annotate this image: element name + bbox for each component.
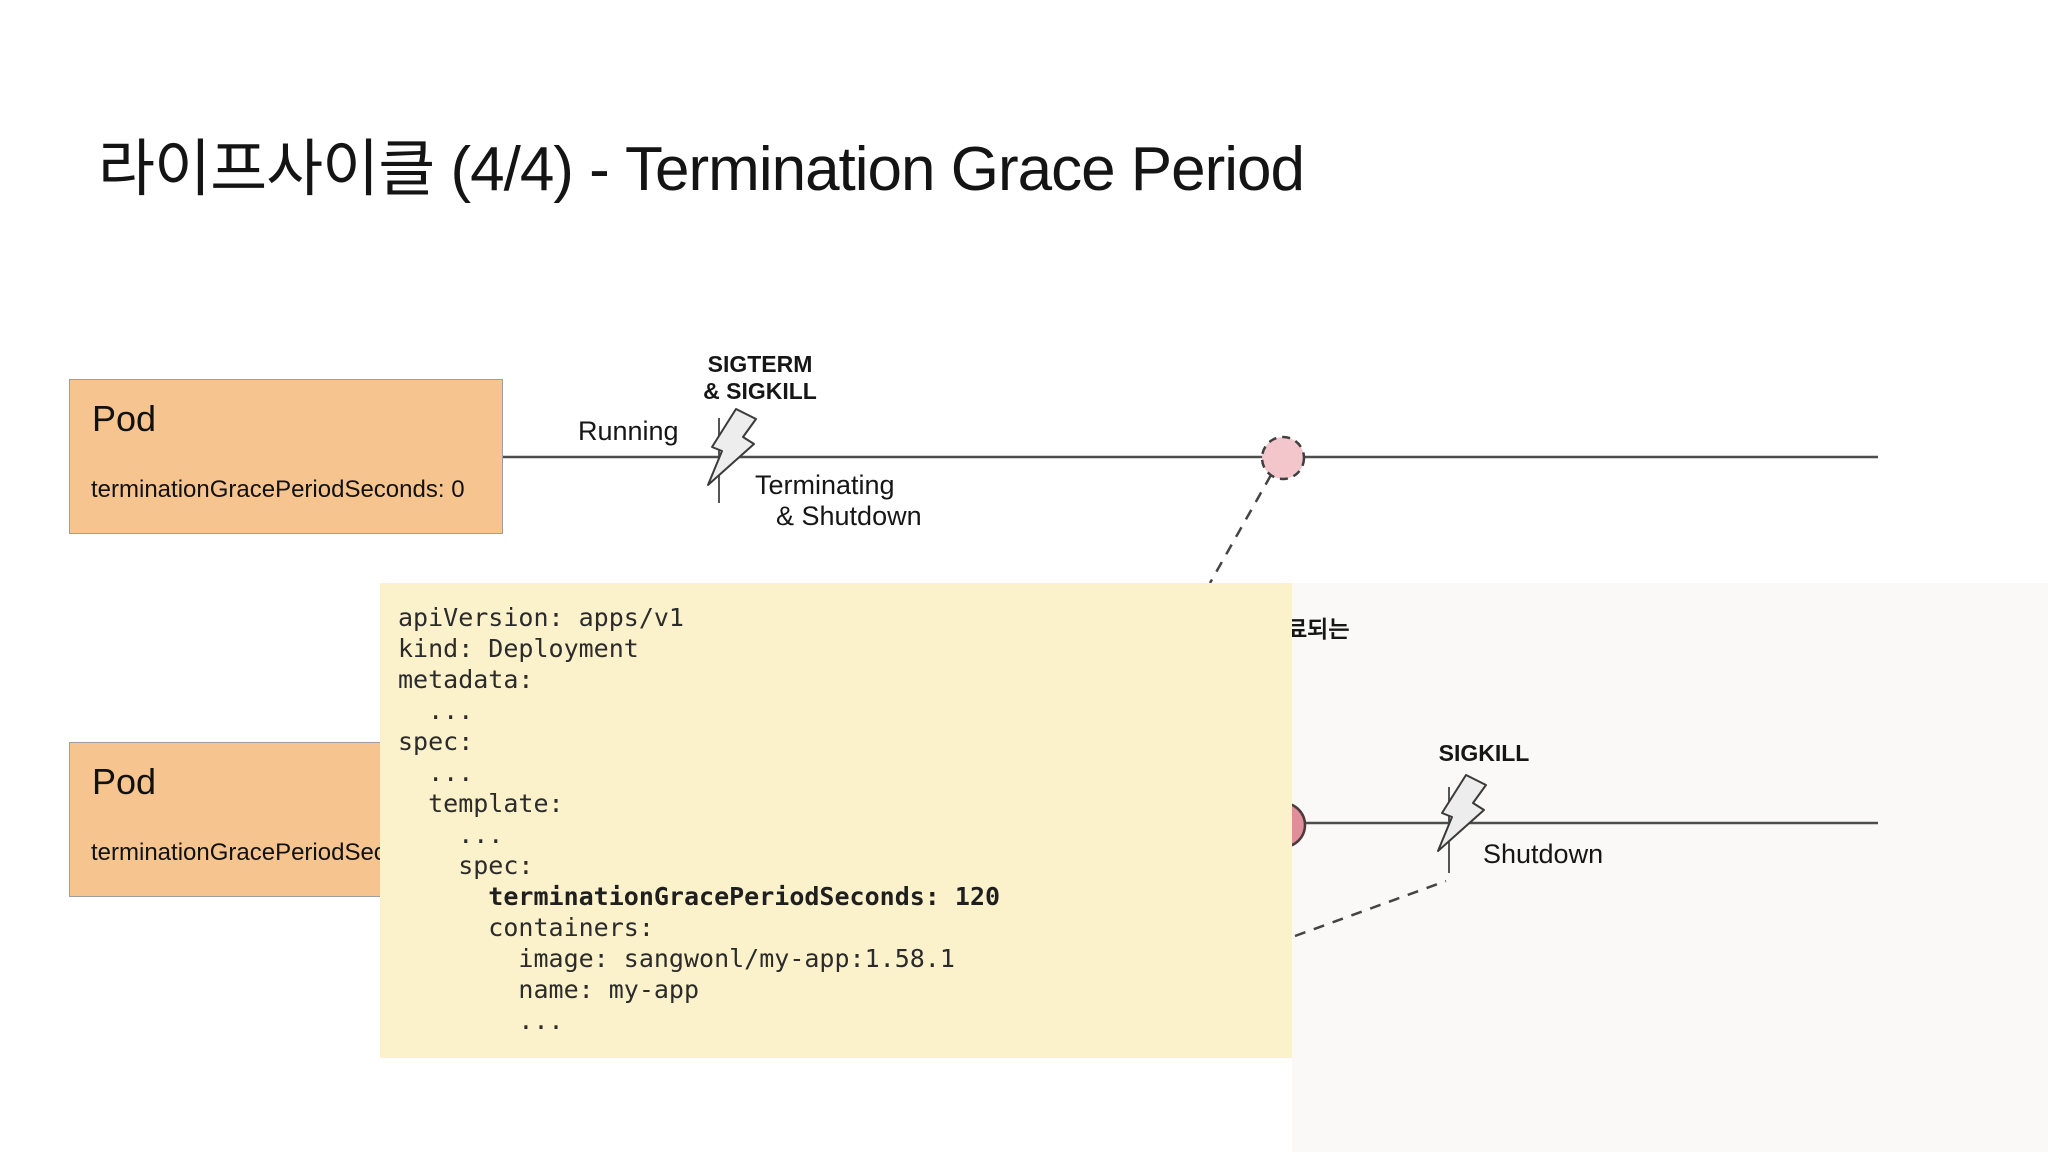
event-circle-1 — [1260, 435, 1306, 481]
yaml-code-line: ... — [398, 758, 474, 787]
yaml-code-line: terminationGracePeriodSeconds: 120 — [398, 882, 1001, 911]
yaml-code-line: metadata: — [398, 665, 534, 694]
yaml-code-line: spec: — [398, 851, 534, 880]
pod1-attr: terminationGracePeriodSeconds: 0 — [91, 476, 465, 503]
korean-text-fragment: 료되는 — [1286, 616, 1350, 642]
pod2-attr: terminationGracePeriodSeco — [91, 839, 400, 866]
sigkill-label: SIGKILL — [1438, 740, 1530, 766]
yaml-code-line: image: sangwonl/my-app:1.58.1 — [398, 944, 955, 973]
yaml-code-line: containers: — [398, 913, 654, 942]
yaml-code-line: kind: Deployment — [398, 634, 639, 663]
connector-circle1-to-yaml — [1208, 474, 1273, 584]
pod-box-grace-0: Pod terminationGracePeriodSeconds: 0 — [69, 379, 503, 534]
subtle-right-panel — [1292, 583, 2048, 1152]
slide-title: 라이프사이클 (4/4) - Termination Grace Period — [98, 135, 1305, 204]
yaml-code-line: spec: — [398, 727, 474, 756]
sigterm-sigkill-label: SIGTERM & SIGKILL — [672, 351, 848, 405]
yaml-code-line: ... — [398, 820, 504, 849]
terminating-label: Terminating — [755, 470, 895, 500]
yaml-code-line: template: — [398, 789, 564, 818]
terminating-shutdown-label: & Shutdown — [776, 501, 922, 531]
pod2-name: Pod — [92, 761, 157, 802]
sigterm-line: SIGTERM — [707, 351, 813, 377]
running-label: Running — [578, 416, 679, 446]
yaml-code-line: apiVersion: apps/v1 — [398, 603, 684, 632]
lightning-bolt-icon-1 — [707, 408, 757, 486]
sigkill-line: & SIGKILL — [703, 378, 817, 404]
yaml-code-line: name: my-app — [398, 975, 700, 1004]
yaml-code-line: ... — [398, 1006, 564, 1035]
pod1-name: Pod — [92, 398, 157, 439]
yaml-code-line: ... — [398, 696, 474, 725]
shutdown-label: Shutdown — [1483, 839, 1604, 869]
